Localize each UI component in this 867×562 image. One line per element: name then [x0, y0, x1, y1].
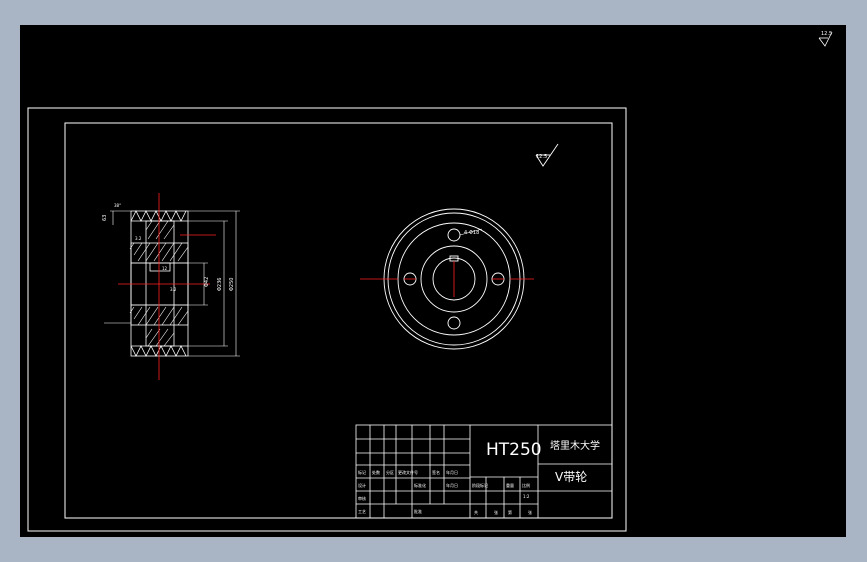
bore-dim: Φ42: [204, 277, 210, 287]
material-text: HT250: [486, 440, 542, 460]
part-name: V带轮: [555, 470, 587, 484]
roughness-symbol-general: 12.5: [535, 143, 559, 167]
section-centerlines: [118, 193, 216, 380]
title-block: [355, 424, 613, 519]
svg-text:阶段标记: 阶段标记: [472, 482, 488, 488]
groove-angle: 38°: [114, 203, 121, 208]
hub-roughness-1: 3.2: [135, 236, 142, 241]
svg-text:年月日: 年月日: [446, 482, 458, 488]
svg-text:比例: 比例: [522, 482, 530, 488]
svg-text:第: 第: [508, 509, 512, 515]
svg-text:处数: 处数: [372, 469, 380, 475]
school-name: 塔里木大学: [550, 439, 600, 452]
svg-text:重量: 重量: [506, 482, 514, 488]
pitch-dim: Φ236: [217, 278, 223, 291]
svg-text:年月日: 年月日: [446, 469, 458, 475]
svg-text:共: 共: [474, 509, 478, 515]
svg-text:审核: 审核: [358, 495, 366, 501]
outer-dim: Φ250: [229, 278, 235, 291]
svg-text:设计: 设计: [358, 482, 366, 488]
title-block-labels: 标记 处数 分区 更改文件号 签名 年月日 设计 标准化 年月日 审核 工艺 批…: [358, 469, 532, 515]
roughness-general-value: 12.5: [536, 154, 547, 160]
svg-text:标记: 标记: [358, 469, 366, 475]
bolt-hole-dim: 4-Φ18: [464, 230, 479, 236]
sheet-outer-border: [27, 107, 627, 532]
svg-text:标准化: 标准化: [414, 482, 426, 488]
roughness-corner-value: 12.5: [821, 31, 832, 37]
svg-text:工艺: 工艺: [358, 509, 366, 514]
roughness-symbol-corner: 12.5: [818, 31, 833, 47]
drawing-frame: [64, 122, 613, 519]
svg-text:分区: 分区: [386, 469, 394, 475]
svg-text:批准: 批准: [414, 508, 422, 514]
keyway-dim: 12: [162, 266, 168, 271]
hub-roughness-2: 3.2: [170, 287, 177, 292]
scale-value: 1:2: [523, 494, 530, 499]
svg-text:更改文件号: 更改文件号: [398, 469, 418, 475]
svg-text:张: 张: [494, 509, 498, 515]
cad-viewport[interactable]: 12.5 12.5: [20, 25, 846, 537]
svg-text:张: 张: [528, 509, 532, 515]
svg-text:签名: 签名: [432, 469, 440, 475]
engineering-drawing: 12.5 12.5: [27, 31, 833, 532]
front-centerlines: [360, 261, 534, 297]
hub-width-dim: 63: [102, 215, 108, 221]
